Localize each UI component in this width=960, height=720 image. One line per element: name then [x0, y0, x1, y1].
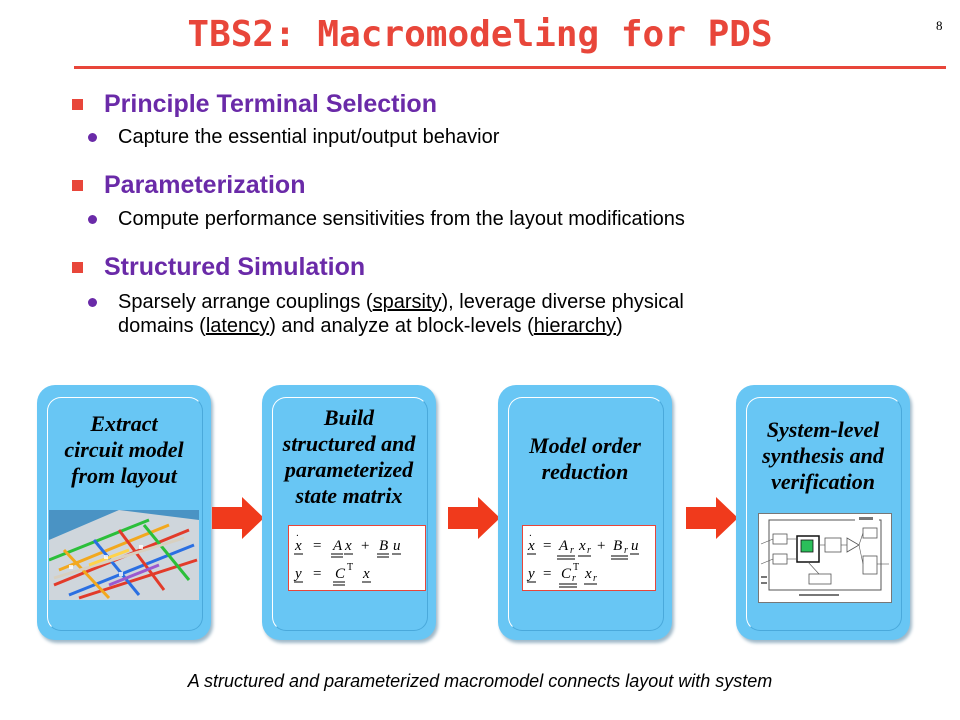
svg-text:T: T — [347, 562, 353, 573]
svg-text:+: + — [597, 538, 605, 554]
svg-text:x: x — [294, 538, 302, 554]
keyword-hierarchy: hierarchy — [533, 315, 617, 337]
square-bullet-icon — [72, 262, 83, 273]
slide-title: TBS2: Macromodeling for PDS — [187, 14, 773, 55]
svg-text:+: + — [361, 538, 369, 554]
right-arrow-icon — [212, 497, 264, 539]
svg-text:·: · — [296, 531, 299, 542]
sub-bullet-structured-simulation: Sparsely arrange couplings (sparsity), l… — [88, 290, 684, 338]
card-title-system-synthesis: System-level synthesis and verification — [762, 417, 884, 494]
svg-text:C: C — [561, 566, 572, 582]
svg-text:A: A — [558, 538, 569, 554]
svg-text:x: x — [584, 566, 592, 582]
svg-text:y: y — [526, 566, 535, 582]
keyword-sparsity: sparsity — [372, 291, 442, 313]
svg-text:T: T — [573, 562, 579, 573]
svg-text:=: = — [313, 538, 321, 554]
flow-card-build: Build structured and parameterized state… — [262, 385, 436, 640]
card-title-extract: Extract circuit model from layout — [64, 411, 184, 488]
svg-text:·: · — [529, 531, 532, 542]
svg-text:r: r — [624, 545, 628, 556]
title-rule — [74, 66, 946, 69]
square-bullet-icon — [72, 180, 83, 191]
bullet-heading-structured-simulation: Structured Simulation — [72, 253, 365, 281]
svg-text:r: r — [572, 573, 576, 584]
sub-bullet-parameterization: Compute performance sensitivities from t… — [88, 207, 685, 231]
svg-text:u: u — [631, 538, 639, 554]
right-arrow-icon — [686, 497, 738, 539]
svg-text:u: u — [393, 538, 401, 554]
svg-text:r: r — [570, 545, 574, 556]
round-bullet-icon — [88, 298, 97, 307]
bullet-heading-terminal-selection: Principle Terminal Selection — [72, 90, 437, 118]
svg-text:x: x — [362, 566, 370, 582]
svg-text:B: B — [379, 538, 388, 554]
square-bullet-icon — [72, 99, 83, 110]
svg-text:A: A — [332, 538, 343, 554]
svg-text:B: B — [613, 538, 622, 554]
layout-3d-image — [49, 510, 199, 600]
svg-text:=: = — [543, 566, 551, 582]
svg-text:=: = — [313, 566, 321, 582]
keyword-latency: latency — [205, 315, 270, 337]
flow-card-extract: Extract circuit model from layout — [37, 385, 211, 640]
svg-text:r: r — [587, 545, 591, 556]
flow-card-system-synthesis: System-level synthesis and verification — [736, 385, 910, 640]
page-number: 8 — [936, 18, 943, 33]
svg-text:C: C — [335, 566, 346, 582]
card-title-reduction: Model order reduction — [529, 433, 641, 484]
svg-text:r: r — [593, 573, 597, 584]
bullet-heading-parameterization: Parameterization — [72, 171, 305, 199]
svg-text:y: y — [293, 566, 302, 582]
svg-text:=: = — [543, 538, 551, 554]
system-block-diagram-image — [758, 513, 892, 603]
svg-text:x: x — [527, 538, 535, 554]
round-bullet-icon — [88, 215, 97, 224]
card-title-build: Build structured and parameterized state… — [282, 405, 416, 508]
round-bullet-icon — [88, 133, 97, 142]
right-arrow-icon — [448, 497, 500, 539]
svg-text:x: x — [578, 538, 586, 554]
flow-caption: A structured and parameterized macromode… — [187, 671, 773, 691]
sub-bullet-terminal-selection: Capture the essential input/output behav… — [88, 125, 499, 149]
svg-text:x: x — [344, 538, 352, 554]
